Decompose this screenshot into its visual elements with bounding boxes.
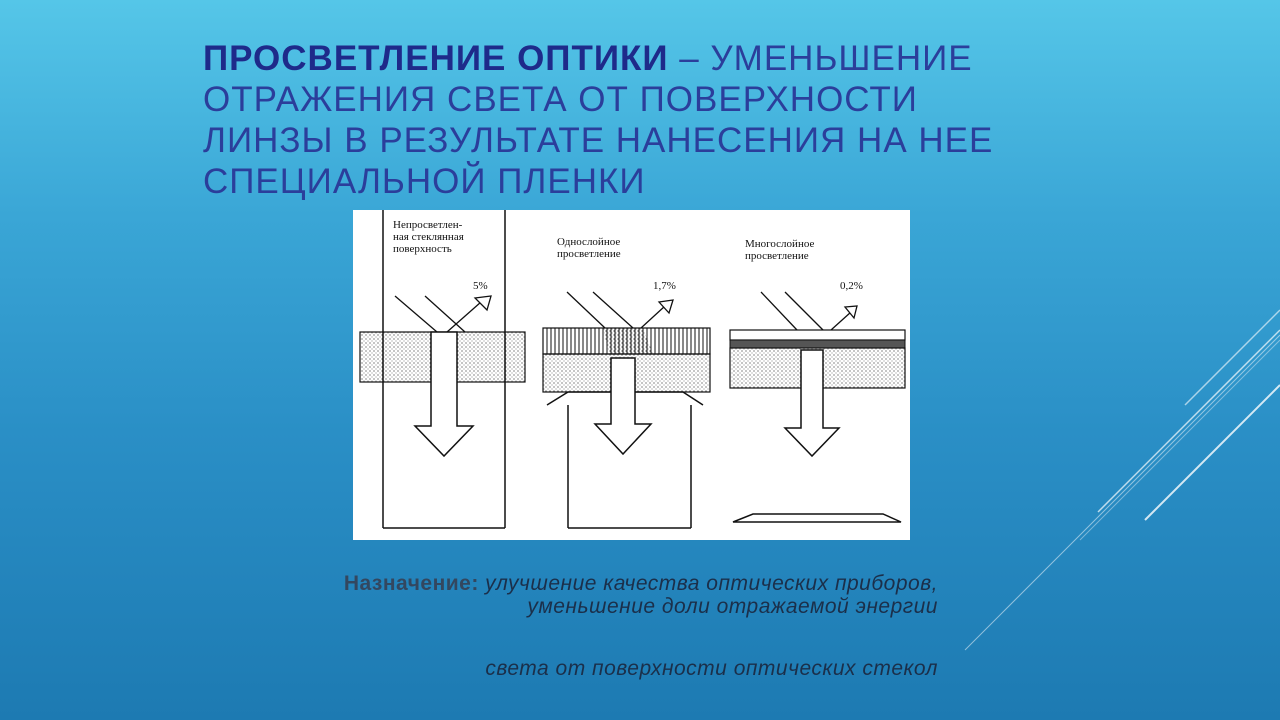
purpose-paragraph-2: света от поверхности оптических стекол <box>300 657 938 680</box>
panel-1-label-line-3: поверхность <box>393 243 452 255</box>
antireflection-diagram: Непросветлен- ная стеклянная поверхность… <box>353 210 910 540</box>
panel-2-label-line-1: Однослойное <box>557 236 621 248</box>
panel-2-label-line-2: просветление <box>557 248 621 260</box>
panel-single-layer <box>542 291 711 529</box>
panel-1-percent: 5% <box>473 280 488 292</box>
panel-3-percent: 0,2% <box>840 280 863 292</box>
purpose-text: улучшение качества оптических приборов, … <box>478 572 938 618</box>
panel-3-label-line-2: просветление <box>745 250 809 262</box>
purpose-paragraph: Назначение: улучшение качества оптически… <box>300 572 938 618</box>
panel-1-label-line-2: ная стеклянная <box>393 231 464 243</box>
panel-multi-layer <box>729 291 906 523</box>
title-term: Просветление оптики <box>203 39 669 78</box>
slide-title: Просветление оптики – уменьшение отражен… <box>203 38 1023 202</box>
panel-2-label: Однослойное просветление <box>557 236 621 260</box>
panel-1-label-line-1: Непросветлен- <box>393 219 463 231</box>
title-definition: – уменьшение отражения света от поверхно… <box>203 39 994 201</box>
purpose-label: Назначение: <box>343 572 479 595</box>
panel-1-label: Непросветлен- ная стеклянная поверхность <box>393 219 464 255</box>
purpose-text-2: света от поверхности оптических стекол <box>485 657 938 680</box>
panel-2-percent: 1,7% <box>653 280 676 292</box>
panel-3-label-line-1: Многослойное <box>745 238 815 250</box>
panel-3-label: Многослойное просветление <box>745 238 814 262</box>
panel-uncoated <box>359 210 526 529</box>
